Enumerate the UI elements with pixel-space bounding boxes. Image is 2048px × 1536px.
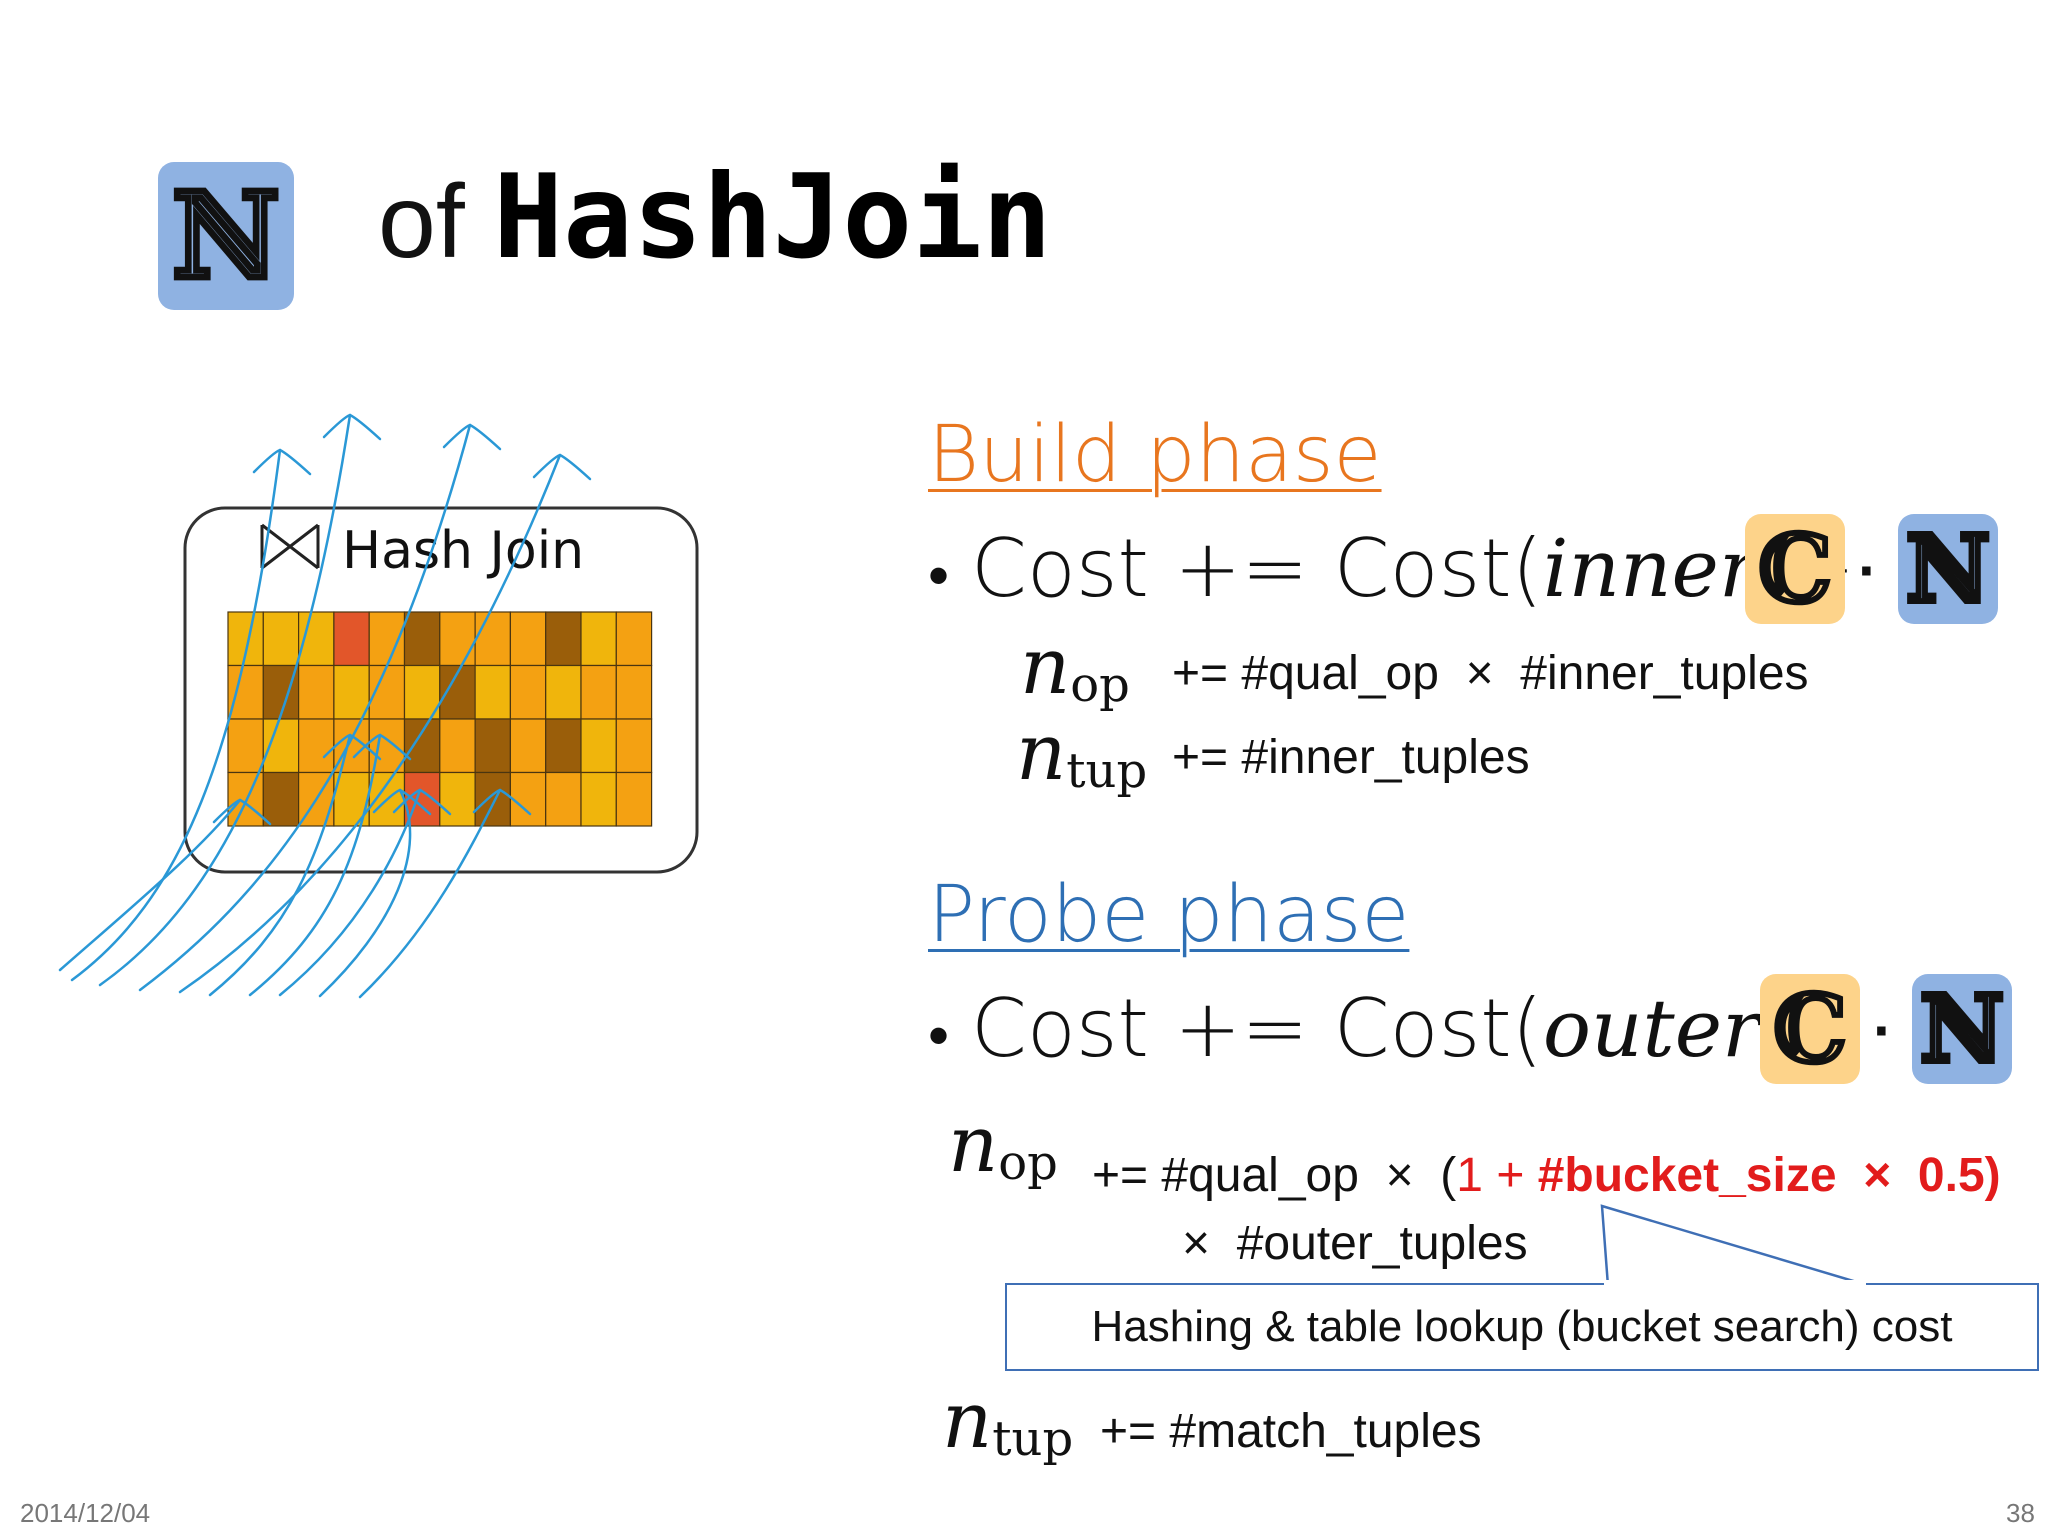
flow-arrow	[248, 733, 382, 997]
arrow-head-icon	[532, 453, 592, 481]
probe-nop-formula-line2: × #outer_tuples	[1182, 1217, 1528, 1270]
outer-label: Outer	[80, 1055, 257, 1129]
arrow-head-icon	[352, 733, 412, 761]
hash-bucket-cell	[615, 611, 653, 667]
hash-bucket-cell	[403, 664, 441, 720]
build-ntup-formula: += #inner_tuples	[1172, 731, 1530, 784]
build-nop-formula: += #qual_op × #inner_tuples	[1172, 647, 1809, 700]
arrow-head-icon	[442, 423, 502, 451]
flow-arrow	[358, 788, 502, 999]
hash-bucket-cell	[439, 718, 476, 774]
hash-bucket-cell	[474, 771, 512, 827]
hash-bucket-cell	[580, 771, 617, 827]
hash-bucket-cell	[439, 771, 476, 827]
hash-bucket-cell	[403, 718, 441, 774]
hash-bucket-cell	[227, 664, 264, 720]
build-bullet: •	[928, 541, 950, 611]
hash-bucket-cell	[615, 664, 653, 720]
hash-bucket-cell	[403, 611, 441, 667]
hash-bucket-cell	[545, 611, 582, 667]
join-symbol-icon	[260, 523, 320, 570]
hash-bucket-cell	[509, 718, 547, 774]
inner-label: Inner	[578, 1055, 739, 1129]
arrow-head-icon	[322, 413, 382, 441]
n-badge-icon: ℕ	[1898, 514, 1998, 624]
flow-arrow	[178, 453, 562, 994]
n-symbol: ℕ	[1904, 515, 1991, 623]
c-symbol: ℂ	[1757, 515, 1833, 623]
outer-var: R	[268, 1055, 320, 1129]
build-dot: ·	[1858, 537, 1878, 604]
build-nop-var: nop	[1020, 622, 1130, 713]
hash-bucket-cell	[474, 611, 512, 667]
arrow-head-icon	[322, 733, 382, 761]
flow-arrow	[138, 423, 472, 992]
hash-bucket-cell	[333, 611, 370, 667]
title-code: HashJoin	[493, 150, 1052, 285]
probe-ntup-formula: += #match_tuples	[1100, 1405, 1482, 1458]
footer-date: 2014/12/04	[20, 1498, 151, 1528]
build-cost-prefix: Cost += Cost(	[971, 522, 1543, 615]
data-flow-arrows	[58, 413, 592, 999]
hash-bucket-cell	[615, 771, 653, 827]
probe-cost-arg: outer	[1542, 982, 1761, 1075]
build-cost-arg: inner	[1542, 522, 1758, 615]
callout-box: Hashing & table lookup (bucket search) c…	[1005, 1283, 2039, 1371]
probe-phase-heading: Probe phase	[928, 870, 1410, 960]
build-ntup-var: ntup	[1016, 708, 1148, 799]
n-symbol: ℕ	[1918, 975, 2005, 1083]
hash-join-diagram: Hash Join	[58, 413, 699, 999]
probe-cost-prefix: Cost += Cost(	[971, 982, 1543, 1075]
arrow-head-icon	[472, 788, 532, 816]
arrow-head-icon	[212, 798, 272, 826]
callout-text: Hashing & table lookup (bucket search) c…	[1091, 1302, 1953, 1351]
join-label: Hash Join	[342, 521, 584, 581]
flow-arrow	[208, 733, 352, 997]
hash-bucket-cell	[545, 664, 582, 720]
hash-bucket-cell	[509, 771, 547, 827]
c-badge-icon: ℂ	[1760, 974, 1860, 1084]
flow-arrow	[278, 788, 422, 997]
n-badge-icon: ℕ	[1912, 974, 2012, 1084]
hash-bucket-cell	[298, 664, 335, 720]
arrow-head-icon	[252, 448, 312, 476]
flow-arrow	[98, 413, 352, 987]
page-number: 38	[2006, 1498, 2035, 1528]
probe-nop-var: nop	[948, 1100, 1058, 1191]
probe-ntup-var: ntup	[942, 1376, 1074, 1467]
n-symbol: ℕ	[171, 166, 282, 305]
flow-arrow	[70, 448, 282, 982]
hash-bucket-cell	[298, 718, 335, 774]
hash-table-grid	[227, 611, 653, 827]
probe-bullet: •	[928, 1001, 950, 1071]
flow-arrow	[58, 798, 242, 972]
title-of: of	[378, 164, 465, 280]
probe-dot: ·	[1873, 997, 1893, 1064]
inner-var: S	[750, 1055, 796, 1129]
build-phase-heading: Build phase	[928, 410, 1382, 500]
probe-nop-formula: += #qual_op × (1 + #bucket_size × 0.5)	[1092, 1149, 2001, 1202]
hash-bucket-cell	[509, 664, 547, 720]
flow-arrow	[318, 788, 412, 998]
hash-bucket-cell	[580, 664, 617, 720]
c-badge-icon: ℂ	[1745, 514, 1845, 624]
page-title: of HashJoin	[378, 150, 1052, 285]
c-symbol: ℂ	[1772, 975, 1848, 1083]
arrow-head-icon	[372, 788, 432, 816]
n-badge-icon: ℕ	[158, 162, 294, 310]
